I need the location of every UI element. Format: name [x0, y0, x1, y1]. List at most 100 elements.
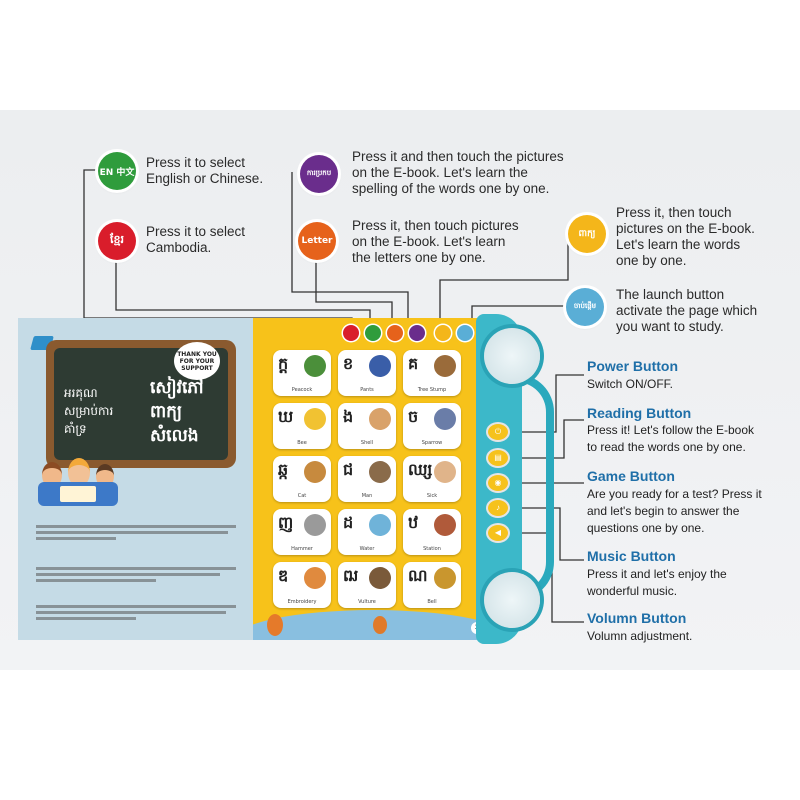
music-button[interactable]: ♪: [488, 500, 508, 516]
desc-line: and let's begin to answer the: [587, 504, 740, 518]
annotation-line: Press it and then touch the pictures: [352, 149, 564, 164]
annotation-line: The launch button: [616, 287, 725, 302]
game-button[interactable]: ◉: [488, 475, 508, 491]
chalk-left-title: អរគុណ សម្រាប់ការ គាំទ្រ: [64, 384, 113, 438]
picture-tile[interactable]: គ Tree Stump: [403, 350, 461, 396]
tile-label: Sparrow: [421, 440, 443, 446]
annotation-line: Press it, then touch pictures: [352, 218, 519, 233]
tile-letter: ណ: [408, 566, 428, 585]
tile-letter: ឃ: [278, 407, 294, 426]
tile-picture: [434, 461, 456, 483]
picture-tile[interactable]: ណ Bell: [403, 562, 461, 608]
desc-line: Press it! Let's follow the E-book: [587, 423, 755, 437]
tile-letter: ជ: [343, 460, 354, 479]
annotation-line: Press it to select: [146, 224, 246, 239]
chalk-line: សំលេង: [150, 426, 199, 446]
power-button-desc: Switch ON/OFF.: [587, 376, 673, 393]
tile-letter: ច: [408, 407, 419, 426]
chalk-right-title: សៀវភៅ ពាក្យ សំលេង: [150, 376, 204, 448]
tile-picture: [369, 514, 391, 536]
page-launch-button[interactable]: [457, 325, 473, 341]
desc-line: Switch ON/OFF.: [587, 377, 674, 391]
badge-label: ខ្មែរ: [110, 233, 124, 246]
tile-picture: [434, 567, 456, 589]
badge-label: EN 中文: [99, 167, 135, 178]
device-handle[interactable]: [516, 374, 554, 600]
picture-tile[interactable]: ជ Man: [338, 456, 396, 502]
english-chinese-badge: EN 中文: [98, 152, 136, 190]
desc-line: to read the words one by one.: [587, 440, 746, 454]
words-annotation: Press it, then touch pictures on the E-b…: [616, 205, 755, 269]
tile-letter: ឋ: [408, 513, 419, 532]
tile-label: Embroidery: [287, 599, 317, 605]
launch-annotation: The launch button activate the page whic…: [616, 287, 757, 335]
page-words-button[interactable]: [435, 325, 451, 341]
tile-label: Tree Stump: [417, 387, 447, 393]
spelling-annotation: Press it and then touch the pictures on …: [352, 149, 564, 197]
picture-tile[interactable]: ច Sparrow: [403, 403, 461, 449]
chalkboard-surface: THANK YOU FOR YOUR SUPPORT អរគុណ សម្រាប់…: [54, 342, 228, 460]
page-spelling-button[interactable]: [409, 325, 425, 341]
tile-picture: [369, 408, 391, 430]
desc-line: wonderful music.: [587, 584, 678, 598]
tile-letter: ឆ្ក: [278, 460, 289, 479]
tile-letter: ឈ្ស: [408, 460, 433, 479]
music-button-title: Music Button: [587, 548, 676, 564]
reading-button-desc: Press it! Let's follow the E-book to rea…: [587, 422, 754, 456]
annotation-line: Cambodia.: [146, 240, 212, 255]
thank-you-tag: THANK YOU FOR YOUR SUPPORT: [174, 342, 220, 380]
left-paragraph-1: [36, 522, 236, 543]
chalk-line: សម្រាប់ការ: [64, 404, 114, 418]
power-button-title: Power Button: [587, 358, 678, 374]
tile-label: Hammer: [291, 546, 313, 552]
tile-label: Bell: [427, 599, 437, 605]
speaker-icon: ◀: [494, 528, 502, 537]
kids-illustration: [36, 458, 126, 508]
badge-label: ការប្រកប: [306, 169, 332, 177]
tile-label: Peacock: [291, 387, 313, 393]
desc-line: Volumn adjustment.: [587, 629, 693, 643]
volumn-button-desc: Volumn adjustment.: [587, 628, 692, 645]
tile-letter: ក្ត: [278, 354, 289, 373]
annotation-line: you want to study.: [616, 319, 724, 334]
game-button-desc: Are you ready for a test? Press it and l…: [587, 486, 762, 537]
badge-label: ពាក្យ: [578, 228, 596, 239]
picture-tile[interactable]: ឌ Embroidery: [273, 562, 331, 608]
tile-letter: ង: [343, 407, 354, 426]
picture-tile[interactable]: ឈ្ស Sick: [403, 456, 461, 502]
tile-letter: គ: [408, 354, 419, 373]
tile-picture: [369, 567, 391, 589]
badge-label: ចាប់ផ្ដើម: [573, 302, 597, 310]
annotation-line: spelling of the words one by one.: [352, 181, 550, 196]
reading-button[interactable]: ▤: [488, 450, 508, 466]
volume-button[interactable]: ◀: [488, 525, 508, 541]
power-button[interactable]: ⏻: [488, 424, 508, 440]
annotation-line: Press it to select: [146, 155, 246, 170]
tile-label: Sick: [426, 493, 438, 499]
book-reading-icon: ▤: [494, 453, 502, 462]
picture-tile[interactable]: ឋ Station: [403, 509, 461, 555]
tile-label: Man: [361, 493, 373, 499]
chalk-line: អរគុណ: [64, 386, 98, 400]
badge-label: Letter: [301, 236, 333, 246]
page-cambodia-button[interactable]: [343, 325, 359, 341]
tile-label: Station: [423, 546, 441, 552]
left-page: THANK YOU FOR YOUR SUPPORT អរគុណ សម្រាប់…: [18, 318, 253, 640]
page-en-cn-button[interactable]: [365, 325, 381, 341]
reading-button-title: Reading Button: [587, 405, 692, 421]
annotation-line: Press it, then touch: [616, 205, 732, 220]
tile-picture: [434, 355, 456, 377]
tile-picture: [304, 461, 326, 483]
tile-letter: ឍ: [343, 566, 359, 585]
tile-letter: ឌ: [278, 566, 289, 585]
cambodia-annotation: Press it to select Cambodia.: [146, 224, 245, 256]
picture-tile[interactable]: ក្ត Peacock: [273, 350, 331, 396]
page-letter-button[interactable]: [387, 325, 403, 341]
